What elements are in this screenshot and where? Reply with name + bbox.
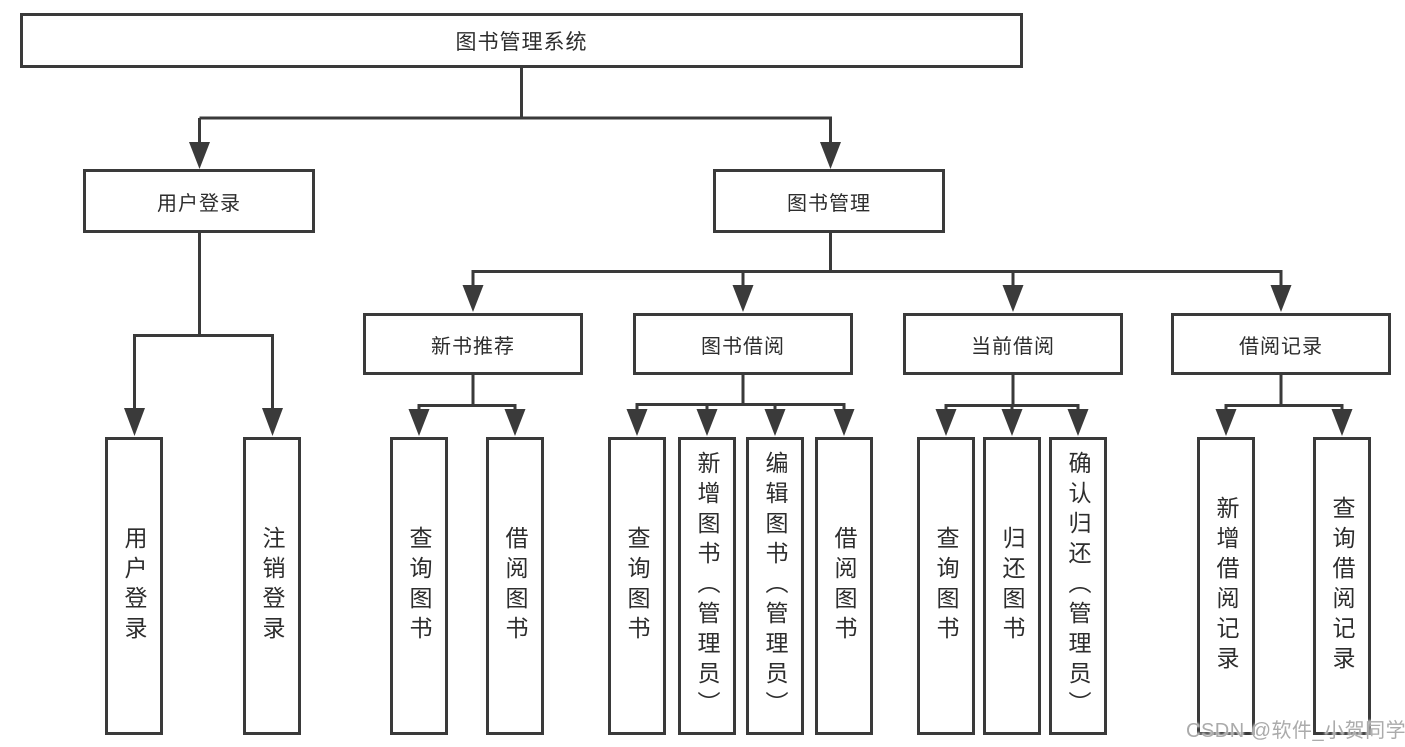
- csdn-watermark: CSDN @软件_小贺同学: [1186, 720, 1405, 742]
- arrowhead: [1002, 285, 1024, 312]
- leaf-borrow-query-book: 查询图书: [608, 437, 666, 735]
- arrowhead: [504, 409, 526, 436]
- arrowhead: [626, 409, 648, 436]
- arrowhead: [820, 142, 841, 169]
- leaf-recommend-query-book: 查询图书: [390, 437, 448, 735]
- arrowhead: [833, 409, 855, 436]
- arrowhead: [262, 408, 283, 436]
- leaf-record-query: 查询借阅记录: [1313, 437, 1371, 735]
- arrowhead: [462, 285, 484, 312]
- arrowhead: [124, 408, 145, 436]
- leaf-user-login: 用户登录: [105, 437, 163, 735]
- arrowhead: [935, 409, 957, 436]
- connector-borrowrecord-to-leaves: [1215, 375, 1353, 436]
- arrowhead: [408, 409, 430, 436]
- leaf-logout: 注销登录: [243, 437, 301, 735]
- arrowhead: [1270, 285, 1292, 312]
- connector-currentborrow-to-leaves: [935, 375, 1089, 436]
- node-current-borrow: 当前借阅: [903, 313, 1123, 375]
- arrowhead: [189, 142, 210, 169]
- arrowhead: [1001, 409, 1023, 436]
- arrowhead: [764, 409, 786, 436]
- leaf-borrow-borrow-book: 借阅图书: [815, 437, 873, 735]
- connector-bookborrow-to-leaves: [626, 375, 855, 436]
- node-new-book-recommend: 新书推荐: [363, 313, 583, 375]
- leaf-current-return-book: 归还图书: [983, 437, 1041, 735]
- leaf-record-add: 新增借阅记录: [1197, 437, 1255, 735]
- arrowhead: [732, 285, 754, 312]
- connector-bookmgmt-to-level3: [462, 233, 1292, 312]
- arrowhead: [1331, 409, 1353, 436]
- connector-root-to-level2: [189, 68, 841, 169]
- node-root-system: 图书管理系统: [20, 13, 1023, 68]
- node-borrow-record: 借阅记录: [1171, 313, 1391, 375]
- leaf-borrow-edit-book-admin: 编辑图书（管理员）: [746, 437, 804, 735]
- arrowhead: [1215, 409, 1237, 436]
- leaf-recommend-borrow-book: 借阅图书: [486, 437, 544, 735]
- arrowhead: [696, 409, 718, 436]
- node-user-login: 用户登录: [83, 169, 315, 233]
- leaf-borrow-add-book-admin: 新增图书（管理员）: [678, 437, 736, 735]
- leaf-current-confirm-return-admin: 确认归还（管理员）: [1049, 437, 1107, 735]
- leaf-current-query-book: 查询图书: [917, 437, 975, 735]
- node-book-management: 图书管理: [713, 169, 945, 233]
- connector-userlogin-to-leaves: [124, 233, 283, 436]
- connector-newbookrec-to-leaves: [408, 375, 526, 436]
- arrowhead: [1067, 409, 1089, 436]
- node-book-borrow: 图书借阅: [633, 313, 853, 375]
